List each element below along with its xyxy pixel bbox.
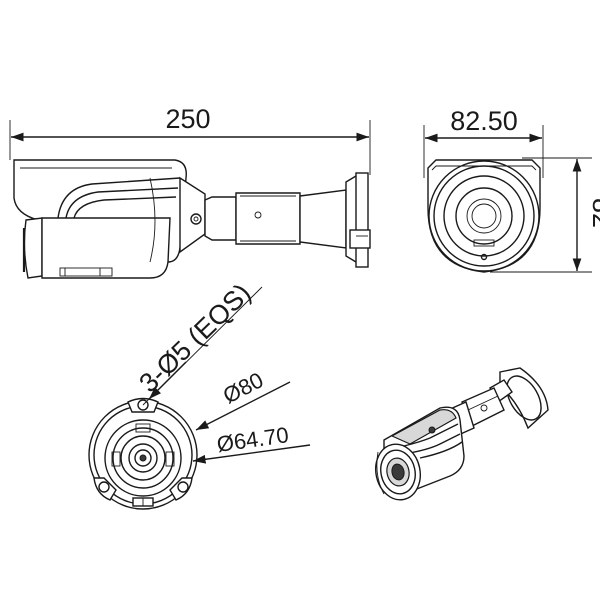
mount-hole-right bbox=[177, 481, 189, 493]
side-view: 250 bbox=[9, 104, 371, 279]
height-dimension-label: 82 bbox=[587, 198, 600, 228]
mount-holes-leader bbox=[148, 361, 187, 400]
base-diameter-leader bbox=[195, 381, 291, 431]
hole-circle-diameter-label: Ø64.70 bbox=[215, 422, 290, 457]
hole-circle-leader bbox=[192, 444, 311, 464]
length-dimension-label: 250 bbox=[165, 104, 210, 134]
iso-view bbox=[375, 367, 549, 501]
base-diameter-label: Ø80 bbox=[219, 367, 267, 408]
mount-hole-top bbox=[137, 399, 149, 411]
width-dimension-label: 82.50 bbox=[450, 106, 518, 136]
front-view: 82.50 82 bbox=[423, 106, 600, 273]
base-view: 3-Ø5 (EQS) Ø80 Ø64.70 bbox=[88, 278, 311, 510]
mount-hole-left bbox=[98, 481, 110, 493]
